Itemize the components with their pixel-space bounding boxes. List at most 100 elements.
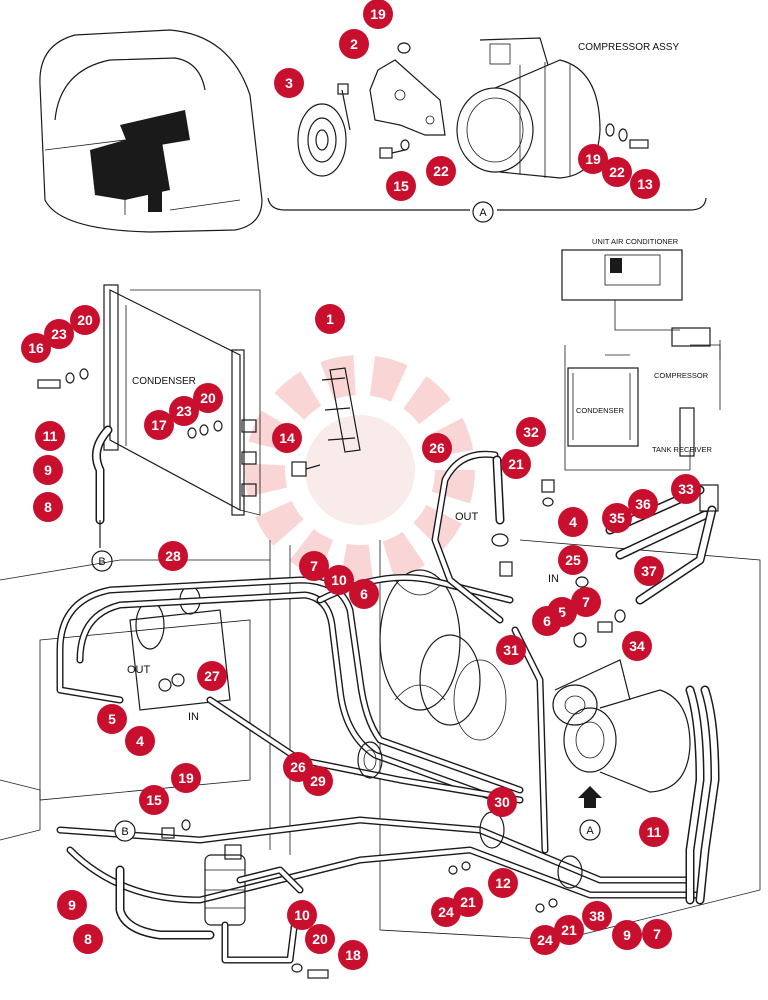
out-label-top: OUT xyxy=(455,511,479,523)
condenser-flow-label: CONDENSER xyxy=(576,406,625,415)
compressor-assy-label: COMPRESSOR ASSY xyxy=(578,42,679,53)
engine-frame-and-hoses xyxy=(0,450,761,979)
callout: 31 xyxy=(496,635,526,665)
svg-text:18: 18 xyxy=(345,947,361,963)
svg-text:6: 6 xyxy=(543,613,551,629)
callout: 19 xyxy=(171,763,201,793)
svg-text:13: 13 xyxy=(637,176,653,192)
callout-balloons: 19 2 3 15 22 19 22 13 1 20 23 16 20 23 1… xyxy=(21,0,701,970)
callout: 9 xyxy=(57,890,87,920)
ref-b-bottom: B xyxy=(114,820,136,842)
flow-schematic xyxy=(561,249,721,471)
compressor-assembly-top xyxy=(267,37,707,211)
compressor-flow-label: COMPRESSOR xyxy=(654,371,709,380)
unit-air-conditioner-label: UNIT AIR CONDITIONER xyxy=(592,237,679,246)
svg-text:31: 31 xyxy=(503,642,519,658)
svg-text:20: 20 xyxy=(200,390,216,406)
ref-b-left: B xyxy=(91,550,113,572)
callout: 10 xyxy=(287,900,317,930)
callout: 26 xyxy=(422,433,452,463)
callout: 23 xyxy=(169,396,199,426)
svg-text:B: B xyxy=(98,556,105,568)
callout: 23 xyxy=(44,319,74,349)
svg-text:23: 23 xyxy=(51,326,67,342)
callout: 5 xyxy=(97,704,127,734)
watermark-gear-icon xyxy=(245,355,475,585)
callout: 11 xyxy=(639,817,669,847)
svg-text:19: 19 xyxy=(370,6,386,22)
svg-text:9: 9 xyxy=(44,462,52,478)
callout: 21 xyxy=(501,449,531,479)
callout: 7 xyxy=(571,587,601,617)
callout: 21 xyxy=(453,887,483,917)
svg-text:11: 11 xyxy=(43,428,58,444)
callout: 11 xyxy=(35,421,65,451)
svg-text:17: 17 xyxy=(151,417,167,433)
svg-text:26: 26 xyxy=(290,759,306,775)
callout: 7 xyxy=(299,551,329,581)
callout: 19 xyxy=(578,144,608,174)
callout: 29 xyxy=(303,766,333,796)
svg-text:28: 28 xyxy=(165,548,181,564)
svg-text:19: 19 xyxy=(585,151,601,167)
svg-text:2: 2 xyxy=(350,36,358,52)
condenser-label: CONDENSER xyxy=(132,376,196,387)
callout: 19 xyxy=(363,0,393,29)
svg-text:25: 25 xyxy=(565,552,581,568)
svg-text:A: A xyxy=(479,207,487,219)
svg-text:5: 5 xyxy=(558,604,566,620)
callout: 25 xyxy=(558,545,588,575)
callout: 17 xyxy=(144,410,174,440)
svg-text:11: 11 xyxy=(647,824,662,840)
callout: 7 xyxy=(642,919,672,949)
callout: 1 xyxy=(315,304,345,334)
svg-text:4: 4 xyxy=(136,733,144,749)
callout: 6 xyxy=(349,579,379,609)
svg-text:20: 20 xyxy=(77,312,93,328)
svg-text:27: 27 xyxy=(204,668,220,684)
svg-text:8: 8 xyxy=(84,931,92,947)
callout: 28 xyxy=(158,541,188,571)
view-a-ref-top: A xyxy=(472,201,494,223)
svg-text:22: 22 xyxy=(433,163,449,179)
svg-text:6: 6 xyxy=(360,586,368,602)
svg-text:22: 22 xyxy=(609,164,625,180)
svg-text:7: 7 xyxy=(582,594,590,610)
callout: 20 xyxy=(193,383,223,413)
svg-text:21: 21 xyxy=(508,456,524,472)
svg-text:14: 14 xyxy=(279,430,295,446)
callout: 30 xyxy=(487,787,517,817)
svg-text:37: 37 xyxy=(641,563,657,579)
callout: 14 xyxy=(272,423,302,453)
callout: 8 xyxy=(33,492,63,522)
svg-text:12: 12 xyxy=(495,875,511,891)
callout: 27 xyxy=(197,661,227,691)
in-label-top: IN xyxy=(548,573,559,585)
callout: 20 xyxy=(305,924,335,954)
callout: 6 xyxy=(532,606,562,636)
out-label-bottom: OUT xyxy=(127,664,151,676)
view-a-ref-bottom: A xyxy=(579,819,601,841)
callout: 21 xyxy=(554,915,584,945)
callout: 9 xyxy=(612,920,642,950)
svg-text:15: 15 xyxy=(146,792,162,808)
callout: 38 xyxy=(582,901,612,931)
svg-text:30: 30 xyxy=(494,794,510,810)
svg-text:4: 4 xyxy=(569,514,577,530)
svg-text:21: 21 xyxy=(460,894,476,910)
callout: 35 xyxy=(602,503,632,533)
svg-text:7: 7 xyxy=(310,558,318,574)
callout: 3 xyxy=(274,68,304,98)
svg-text:36: 36 xyxy=(635,496,651,512)
condenser-unit xyxy=(37,284,361,548)
callout: 36 xyxy=(628,489,658,519)
svg-text:23: 23 xyxy=(176,403,192,419)
machine-outline-inset xyxy=(39,29,263,233)
callout: 24 xyxy=(530,925,560,955)
callout: 16 xyxy=(21,333,51,363)
callout: 10 xyxy=(324,565,354,595)
svg-text:33: 33 xyxy=(678,481,694,497)
tank-receiver-label: TANK RECEIVER xyxy=(652,445,712,454)
callout: 18 xyxy=(338,940,368,970)
